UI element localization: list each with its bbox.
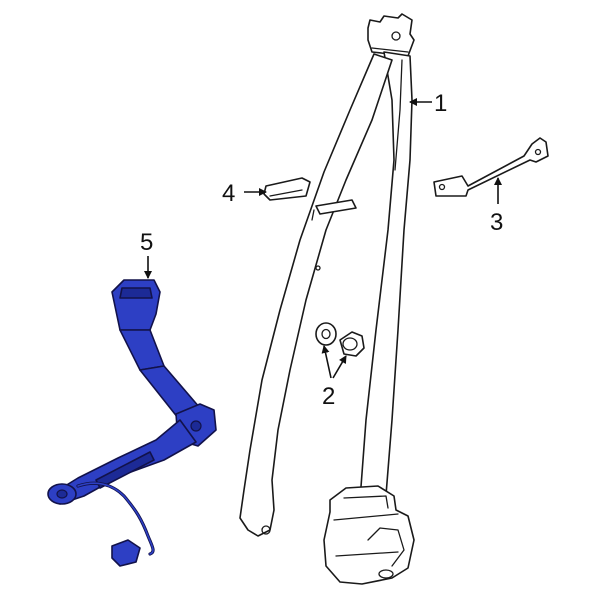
callout-label-5: 5: [140, 229, 153, 256]
callout-4: 4: [222, 180, 267, 207]
callout-2: 2: [321, 345, 347, 410]
anchor-bracket: [433, 137, 549, 197]
seat-belt-buckle: [47, 279, 217, 567]
callout-3: 3: [490, 177, 503, 236]
callout-label-4: 4: [222, 180, 235, 207]
washer-and-bolt: [315, 322, 365, 357]
callout-1: 1: [409, 90, 447, 117]
seat-belt-assembly: [239, 13, 415, 585]
callout-label-1: 1: [434, 90, 447, 117]
callout-5: 5: [140, 229, 153, 279]
callout-label-2: 2: [322, 383, 335, 410]
trim-cover: [263, 177, 311, 201]
callout-label-3: 3: [490, 209, 503, 236]
